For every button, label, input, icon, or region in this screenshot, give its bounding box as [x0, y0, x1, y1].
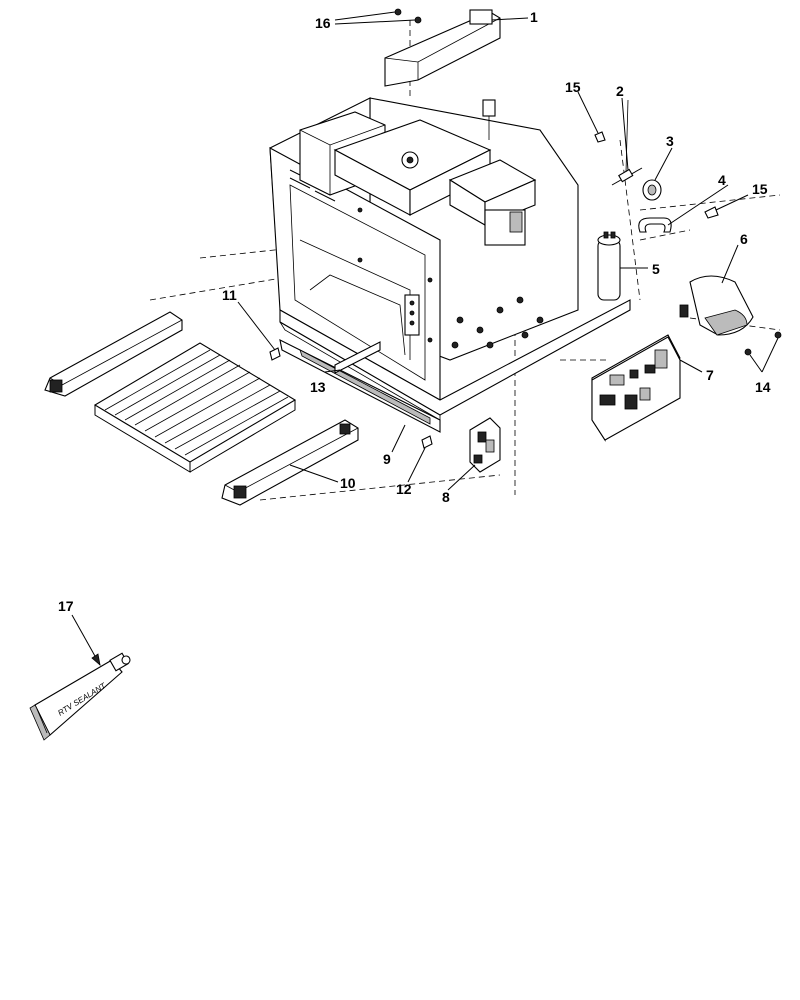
part-15-screws — [594, 131, 719, 219]
callout-11: 11 — [222, 287, 237, 303]
callout-5: 5 — [652, 261, 660, 277]
part-3-knob — [642, 179, 662, 201]
top-internal-components — [299, 99, 537, 246]
part-12-screw — [421, 435, 433, 449]
callout-13: 13 — [310, 379, 326, 395]
part-6-fan-shroud — [679, 275, 754, 336]
callout-17: 17 — [58, 598, 74, 614]
callout-2: 2 — [616, 83, 624, 99]
callout-14: 14 — [755, 379, 771, 395]
part-8-switch-assembly — [469, 417, 501, 473]
callout-6: 6 — [740, 231, 748, 247]
part-1-top-bracket — [384, 9, 501, 87]
part-11-screw — [269, 347, 281, 361]
part-4-clamp — [638, 217, 672, 233]
callout-3: 3 — [666, 133, 674, 149]
callout-16: 16 — [315, 15, 331, 31]
callout-4: 4 — [718, 172, 726, 188]
callout-labels: 1 2 3 4 5 6 7 8 9 10 11 12 13 14 15 15 1… — [58, 9, 771, 614]
callout-15a: 15 — [565, 79, 581, 95]
left-rack-guide — [44, 311, 183, 397]
part-2-fuse — [611, 99, 643, 186]
callout-8: 8 — [442, 489, 450, 505]
part-14-screws — [744, 331, 782, 356]
part-9-bottom-panel — [279, 339, 441, 433]
callout-1: 1 — [530, 9, 538, 25]
callout-7: 7 — [706, 367, 714, 383]
part-7-circuit-board — [591, 334, 681, 442]
callout-9: 9 — [383, 451, 391, 467]
callout-15b: 15 — [752, 181, 768, 197]
part-17-sealant-tube: RTV SEALANT — [29, 652, 131, 741]
part-5-capacitor — [597, 231, 621, 301]
part-10-rack-guide — [221, 419, 359, 506]
callout-10: 10 — [340, 475, 356, 491]
oven-wire-rack — [93, 342, 297, 473]
callout-12: 12 — [396, 481, 412, 497]
leader-lines — [71, 11, 779, 667]
